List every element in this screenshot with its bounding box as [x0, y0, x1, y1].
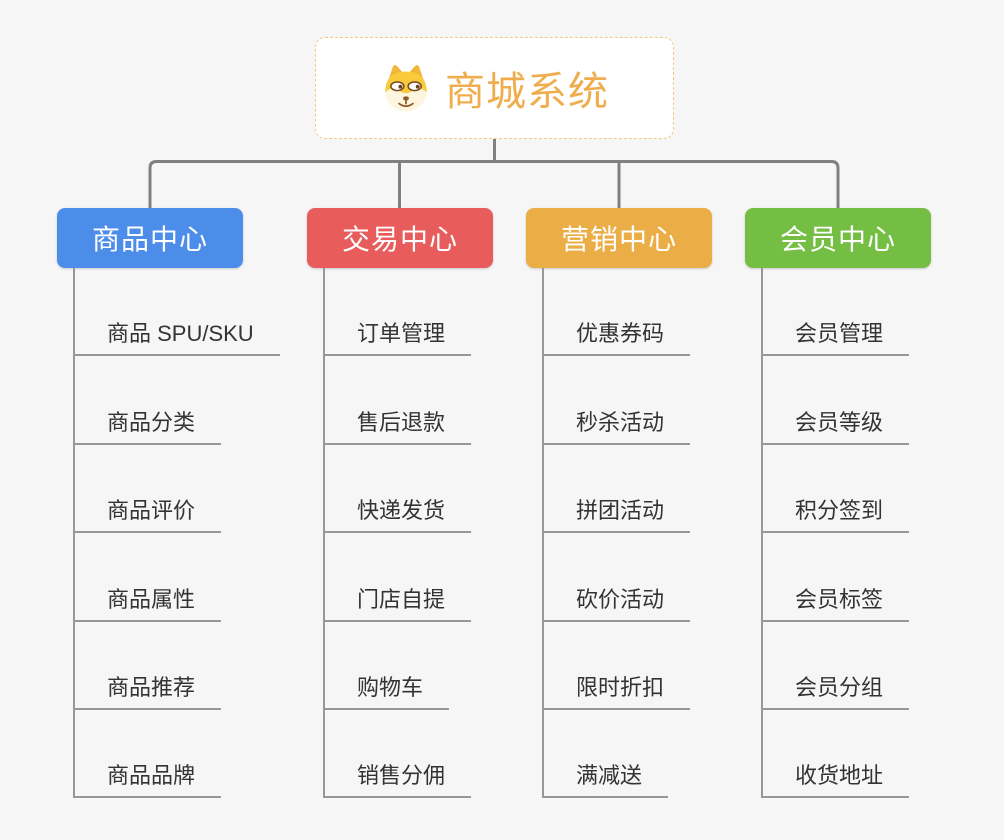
child-topic[interactable]: 订单管理: [325, 268, 472, 357]
child-topic[interactable]: 砍价活动: [544, 533, 691, 622]
child-topic[interactable]: 收货地址: [763, 710, 910, 799]
child-topic[interactable]: 商品 SPU/SKU: [75, 268, 280, 357]
child-topic[interactable]: 门店自提: [325, 533, 472, 622]
child-topic[interactable]: 商品推荐: [75, 622, 222, 710]
child-topic[interactable]: 满减送: [544, 710, 669, 799]
branch-children: 订单管理 售后退款 快递发货 门店自提 购物车 销售分佣: [323, 268, 493, 799]
child-topic[interactable]: 快递发货: [325, 445, 472, 534]
child-topic[interactable]: 会员标签: [763, 533, 910, 622]
branch-trade-center: 交易中心 订单管理 售后退款 快递发货 门店自提 购物车 销售分佣: [307, 208, 493, 799]
child-topic[interactable]: 售后退款: [325, 356, 472, 445]
branch-node-trade-center[interactable]: 交易中心: [307, 208, 493, 268]
branch-children: 会员管理 会员等级 积分签到 会员标签 会员分组 收货地址: [761, 268, 931, 799]
child-topic[interactable]: 商品品牌: [75, 710, 222, 799]
root-title: 商城系统: [445, 70, 609, 114]
branch-children: 商品 SPU/SKU 商品分类 商品评价 商品属性 商品推荐 商品品牌: [73, 268, 280, 799]
child-topic[interactable]: 拼团活动: [544, 445, 691, 534]
child-topic[interactable]: 秒杀活动: [544, 356, 691, 445]
child-topic[interactable]: 购物车: [325, 622, 450, 710]
child-topic[interactable]: 商品评价: [75, 445, 222, 534]
branch-member-center: 会员中心 会员管理 会员等级 积分签到 会员标签 会员分组 收货地址: [745, 208, 931, 799]
child-topic[interactable]: 商品属性: [75, 533, 222, 622]
child-topic[interactable]: 会员分组: [763, 622, 910, 710]
root-node-mall-system[interactable]: 商城系统: [315, 37, 674, 139]
child-topic[interactable]: 限时折扣: [544, 622, 691, 710]
branch-node-product-center[interactable]: 商品中心: [57, 208, 243, 268]
child-topic[interactable]: 商品分类: [75, 356, 222, 445]
child-topic[interactable]: 积分签到: [763, 445, 910, 534]
child-topic[interactable]: 销售分佣: [325, 710, 472, 799]
shiba-dog-icon: [385, 65, 427, 112]
branch-product-center: 商品中心 商品 SPU/SKU 商品分类 商品评价 商品属性 商品推荐 商品品牌: [57, 208, 280, 799]
branch-children: 优惠券码 秒杀活动 拼团活动 砍价活动 限时折扣 满减送: [542, 268, 712, 799]
child-topic[interactable]: 优惠券码: [544, 268, 691, 357]
child-topic[interactable]: 会员管理: [763, 268, 910, 357]
branch-marketing-center: 营销中心 优惠券码 秒杀活动 拼团活动 砍价活动 限时折扣 满减送: [526, 208, 712, 799]
branch-node-marketing-center[interactable]: 营销中心: [526, 208, 712, 268]
branch-node-member-center[interactable]: 会员中心: [745, 208, 931, 268]
child-topic[interactable]: 会员等级: [763, 356, 910, 445]
